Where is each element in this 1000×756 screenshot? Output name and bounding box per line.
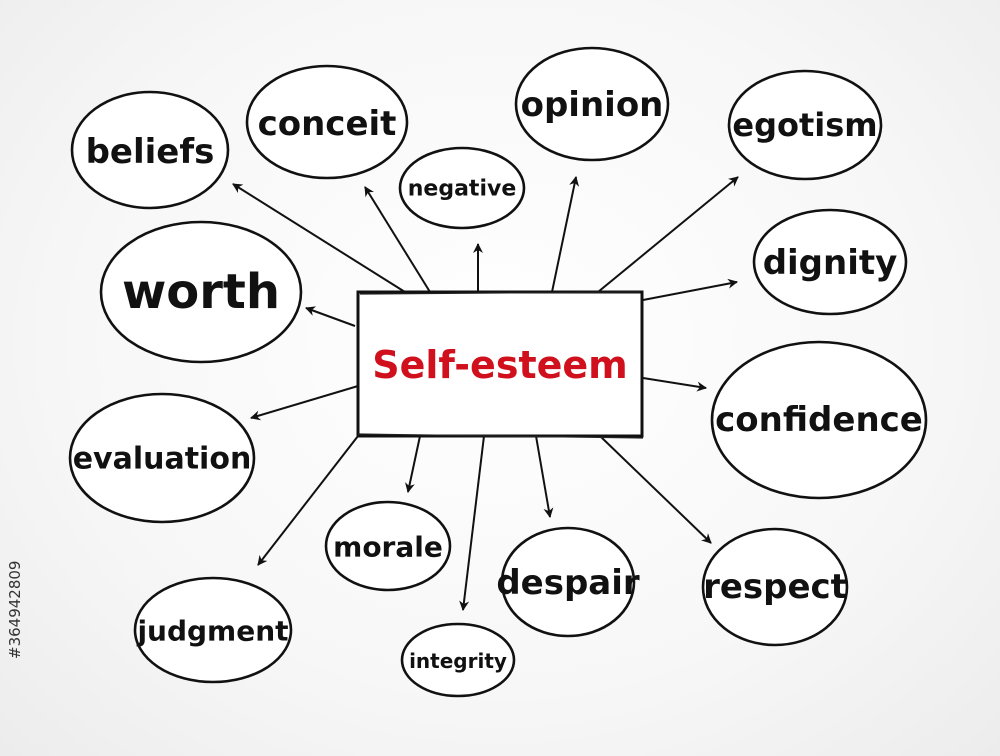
node-morale: morale bbox=[333, 531, 443, 564]
node-ellipse-negative bbox=[398, 146, 526, 230]
arrow-to-dignity bbox=[642, 278, 738, 301]
arrow-to-conceit bbox=[364, 186, 431, 293]
center-label: Self-esteem bbox=[372, 343, 628, 387]
arrow-to-respect bbox=[599, 435, 712, 544]
node-ellipse-confidence bbox=[710, 340, 928, 500]
node-ellipse-worth bbox=[99, 220, 303, 364]
node-ellipse-integrity bbox=[400, 622, 516, 698]
node-opinion: opinion bbox=[521, 85, 664, 125]
node-judgment: judgment bbox=[136, 615, 288, 648]
node-evaluation: evaluation bbox=[73, 442, 252, 477]
node-ellipse-conceit bbox=[245, 64, 409, 180]
node-ellipse-egotism bbox=[727, 69, 883, 181]
node-ellipse-opinion bbox=[514, 46, 670, 162]
node-ellipse-judgment bbox=[133, 576, 293, 684]
node-ellipse-despair bbox=[500, 526, 636, 638]
node-conceit: conceit bbox=[258, 104, 397, 144]
node-ellipse-morale bbox=[324, 500, 452, 592]
node-respect: respect bbox=[703, 567, 847, 607]
arrow-to-morale bbox=[404, 435, 421, 493]
node-ellipse-evaluation bbox=[68, 392, 256, 524]
node-negative: negative bbox=[408, 177, 517, 202]
node-confidence: confidence bbox=[715, 400, 923, 440]
arrow-to-evaluation bbox=[250, 385, 359, 421]
node-despair: despair bbox=[496, 563, 640, 603]
node-ellipses bbox=[68, 46, 928, 698]
node-egotism: egotism bbox=[732, 106, 877, 144]
center-node: Self-esteem bbox=[356, 290, 644, 439]
node-ellipse-dignity bbox=[752, 208, 908, 316]
node-worth: worth bbox=[122, 264, 280, 320]
arrow-to-worth bbox=[305, 306, 356, 327]
arrow-to-opinion bbox=[551, 176, 580, 293]
node-beliefs: beliefs bbox=[86, 132, 215, 172]
arrow-to-beliefs bbox=[232, 183, 406, 293]
node-dignity: dignity bbox=[763, 243, 898, 283]
arrow-to-confidence bbox=[642, 377, 707, 392]
arrow-to-integrity bbox=[459, 435, 485, 611]
node-ellipse-respect bbox=[701, 527, 849, 647]
arrow-to-egotism bbox=[597, 176, 739, 293]
stock-id-watermark: #364942809 bbox=[6, 560, 24, 660]
node-integrity: integrity bbox=[409, 649, 507, 673]
node-ellipse-beliefs bbox=[70, 90, 230, 210]
arrow-to-despair bbox=[535, 435, 554, 518]
node-labels: beliefs conceit negative opinion egotism… bbox=[73, 85, 923, 673]
arrow-to-judgment bbox=[257, 435, 359, 566]
connectors bbox=[232, 176, 739, 611]
